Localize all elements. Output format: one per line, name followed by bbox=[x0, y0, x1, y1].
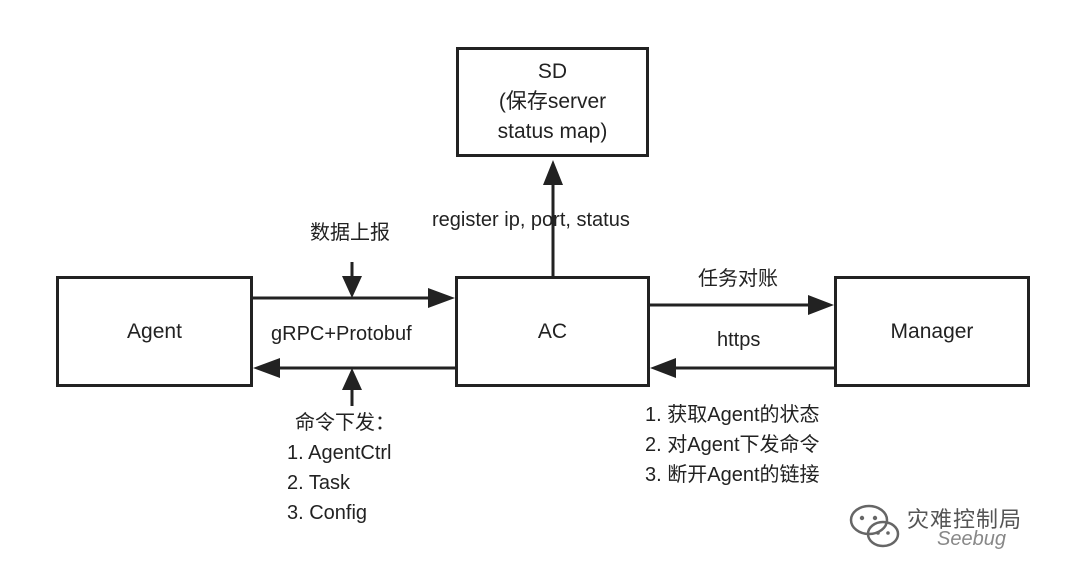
sd-line-1: SD bbox=[537, 60, 568, 83]
arrowhead-command bbox=[342, 368, 362, 390]
node-ac: AC bbox=[455, 276, 650, 387]
watermark-title: 灾难控制局 bbox=[907, 507, 1023, 532]
node-manager: Manager bbox=[834, 276, 1030, 387]
command-item: 1. AgentCtrl bbox=[287, 442, 392, 464]
edge-label-grpc: gRPC+Protobuf bbox=[271, 323, 412, 345]
arrowhead-sd bbox=[543, 160, 563, 185]
arrowhead-manager bbox=[808, 295, 834, 315]
arrowhead-ac-top bbox=[428, 288, 455, 308]
command-item: 3. Config bbox=[287, 502, 368, 524]
manager-action-item: 3. 断开Agent的链接 bbox=[645, 464, 820, 486]
command-item: 2. Task bbox=[287, 472, 350, 494]
manager-actions-block: 1. 获取Agent的状态 2. 对Agent下发命令 3. 断开Agent的链… bbox=[645, 400, 820, 490]
edge-label-register: register ip, port, status bbox=[432, 209, 630, 231]
watermark-subtitle: Seebug bbox=[937, 528, 1006, 550]
commands-title: 命令下发： bbox=[295, 412, 395, 434]
arrowhead-ac-right bbox=[650, 358, 676, 378]
node-sd: SD (保存server status map) bbox=[456, 47, 649, 157]
watermark: 灾难控制局 Seebug bbox=[845, 500, 1065, 560]
manager-action-item: 1. 获取Agent的状态 bbox=[645, 404, 820, 426]
sd-line-3: status map) bbox=[497, 120, 608, 143]
edge-label-reconcile: 任务对账 bbox=[698, 268, 778, 290]
node-agent: Agent bbox=[56, 276, 253, 387]
sd-line-2: (保存server bbox=[498, 90, 607, 113]
edge-label-https: https bbox=[717, 329, 761, 351]
agent-label: Agent bbox=[127, 319, 182, 343]
manager-action-item: 2. 对Agent下发命令 bbox=[645, 434, 820, 456]
manager-label: Manager bbox=[890, 319, 974, 343]
arrowhead-data-report bbox=[342, 276, 362, 298]
edge-label-data-report: 数据上报 bbox=[310, 222, 390, 244]
wechat-logo-icon bbox=[849, 504, 900, 548]
ac-label: AC bbox=[537, 319, 568, 343]
arrowhead-agent-bottom bbox=[253, 358, 280, 378]
commands-block: 命令下发： 1. AgentCtrl 2. Task 3. Config bbox=[287, 408, 395, 528]
